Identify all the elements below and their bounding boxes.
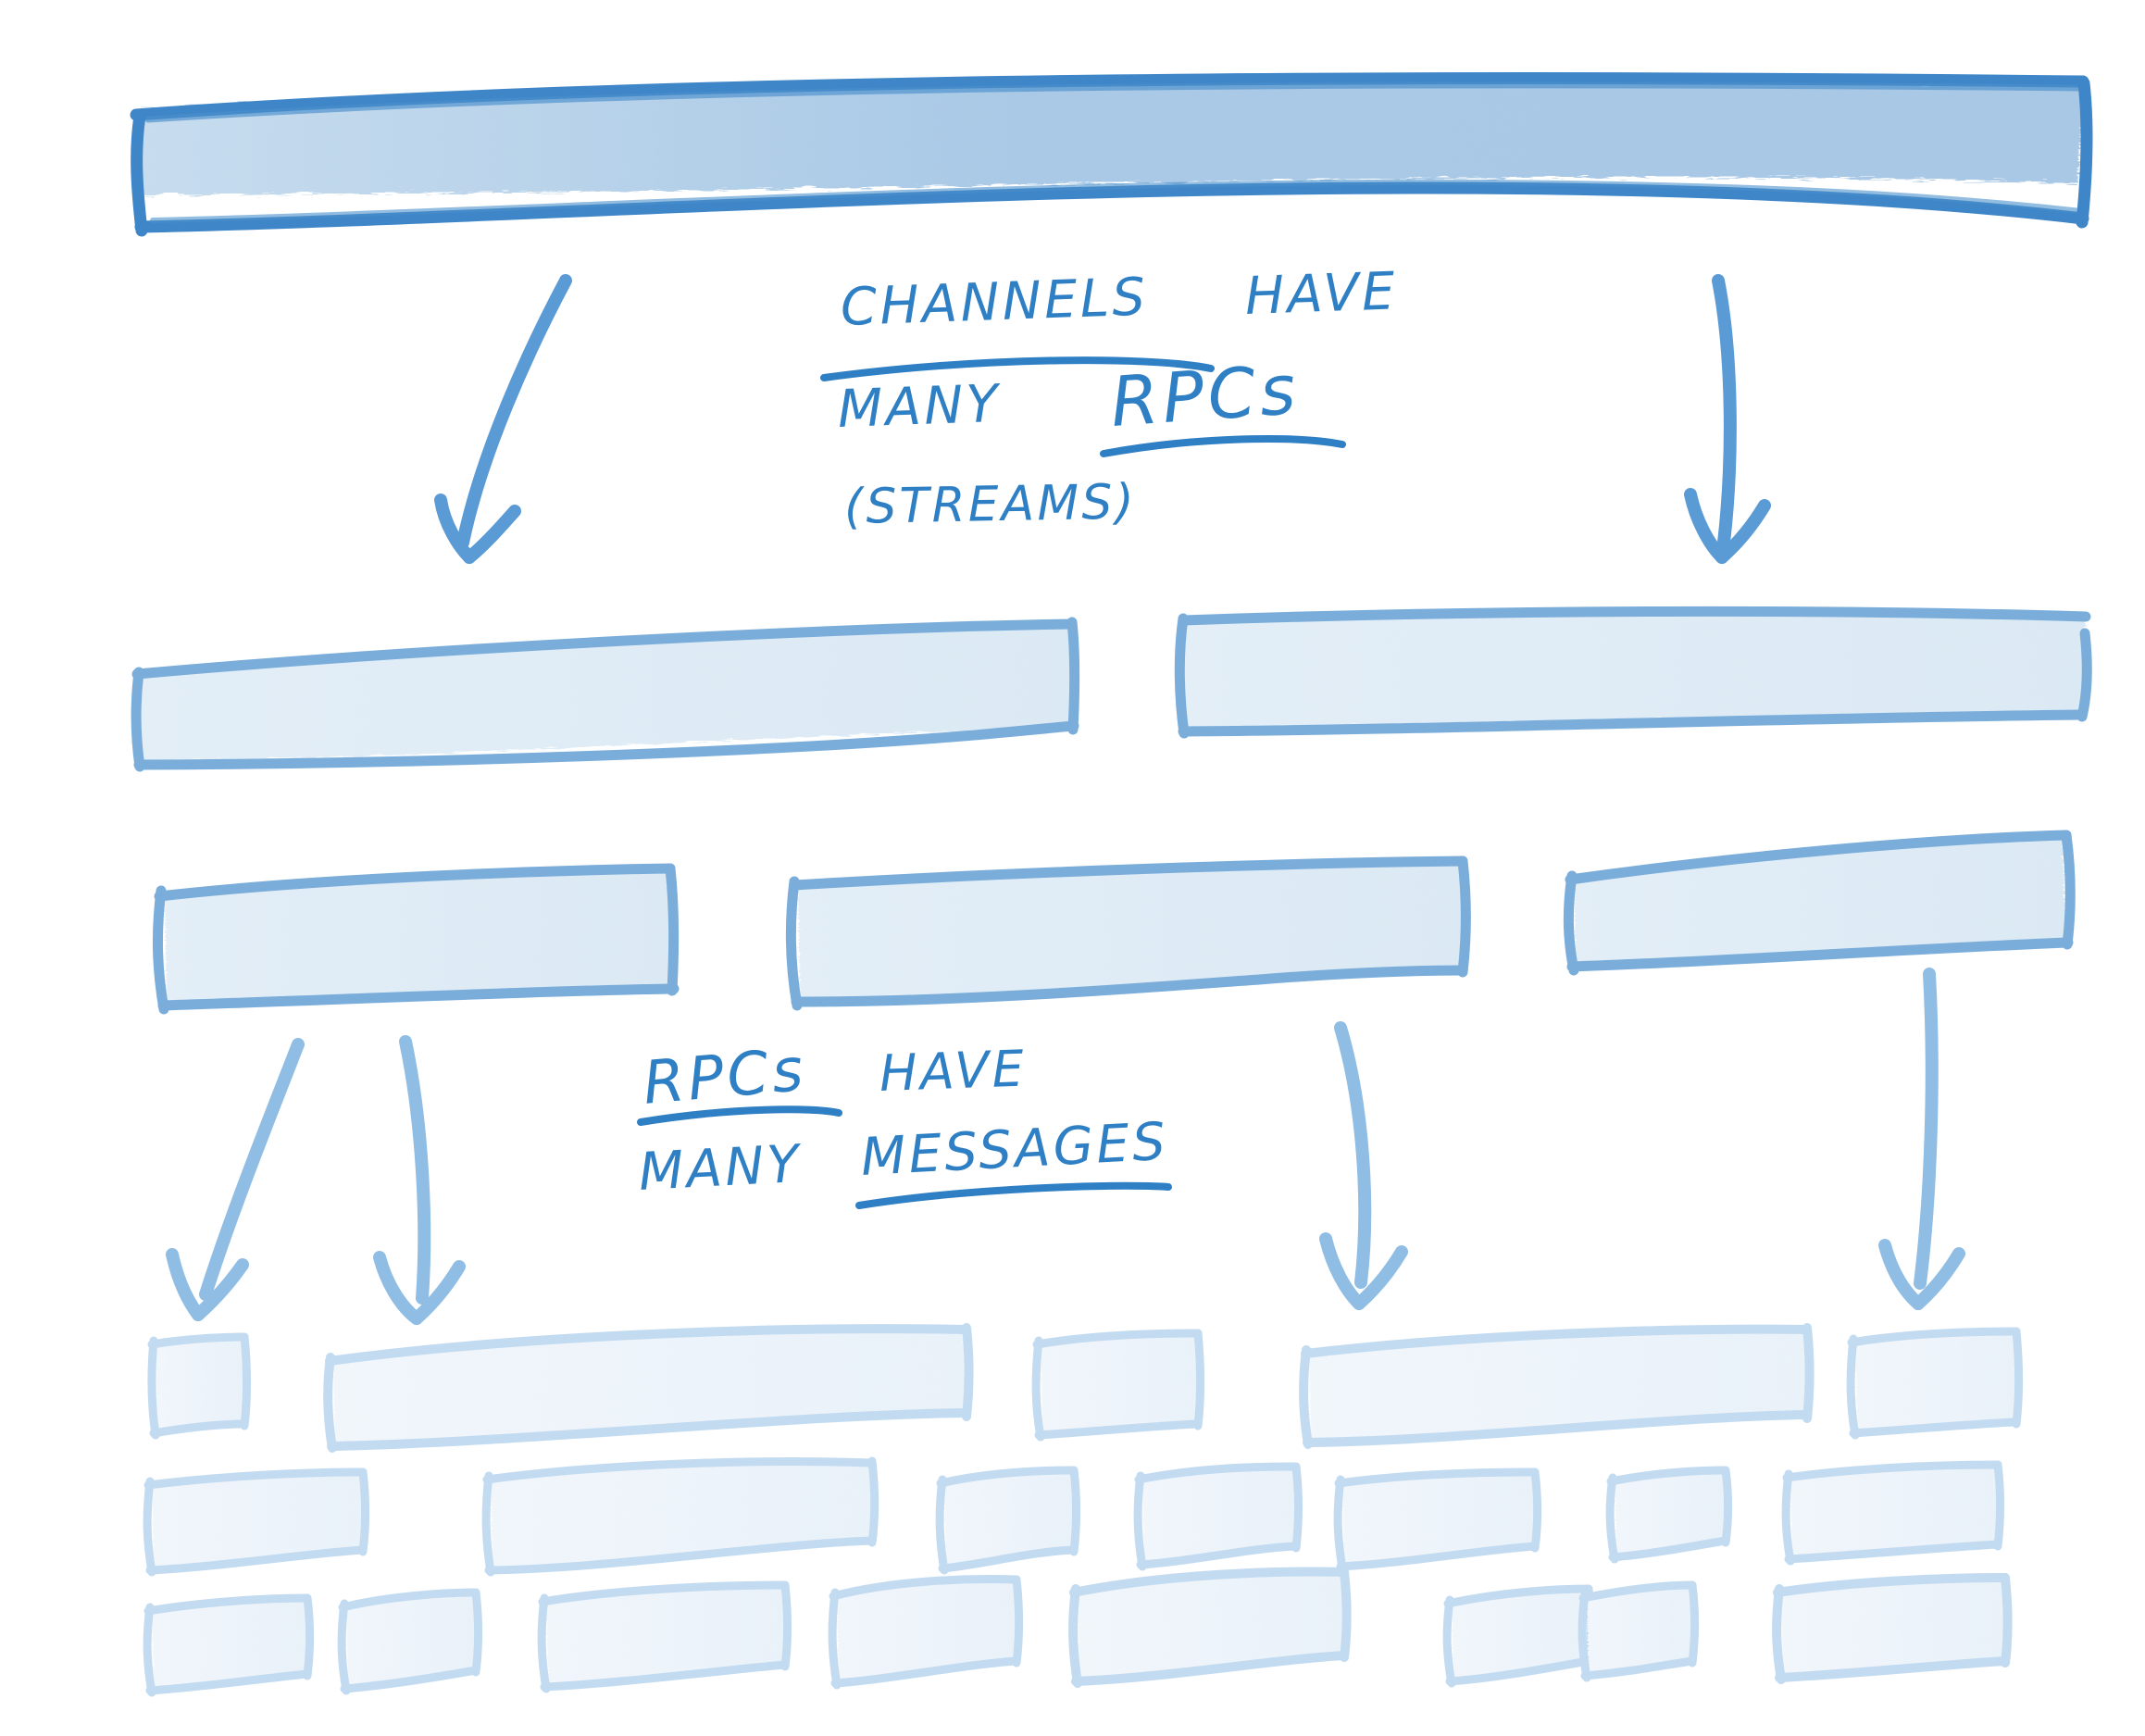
level-2-rpc-a — [131, 617, 1080, 772]
arrow-channel-to-rpc-b — [1684, 274, 1771, 564]
rpc-a-edge-left — [131, 667, 145, 772]
rpc-c-edge-right — [665, 863, 680, 996]
arrow-rpc-to-msg-4 — [1878, 968, 1965, 1310]
msg-r2-5 — [1333, 1467, 1542, 1573]
rpc-d-fill — [798, 863, 1463, 998]
msg-r2-3 — [935, 1466, 1081, 1575]
rpc-e-edge-bottom — [1566, 937, 2074, 972]
rpc-b-edge-left — [1174, 613, 1190, 739]
msg-r3-8 — [1772, 1573, 2013, 1684]
arrow-rpc-to-msg-3 — [1319, 1021, 1408, 1310]
level-3-rpc-d — [785, 856, 1471, 1011]
messages-row-2 — [143, 1456, 2005, 1577]
channel-box-edge-top-2 — [144, 81, 2085, 123]
channel-box-edge-left — [131, 109, 148, 237]
msg-r3-5 — [1068, 1567, 1352, 1688]
messages-row-3 — [143, 1567, 2013, 1697]
level-2-rpc-b — [1174, 606, 2092, 739]
msg-r1-5 — [1846, 1327, 2024, 1440]
rpc-c-edge-bottom — [157, 983, 680, 1011]
rpc-d-edge-top — [789, 856, 1468, 891]
level-3-rpc-e — [1563, 830, 2076, 976]
level-3-rpc-c — [152, 863, 680, 1015]
annotation-underlines — [637, 356, 1346, 1209]
underline-rpcs-bottom — [637, 1105, 842, 1126]
msg-r1-1 — [147, 1332, 252, 1440]
msg-r1-4 — [1299, 1323, 1815, 1449]
rpc-a-edge-top — [131, 618, 1078, 680]
rpc-a-edge-bottom — [133, 720, 1079, 770]
rpc-d-edge-left — [785, 876, 803, 1011]
rpc-c-fill — [165, 872, 672, 1005]
arrow-channel-to-rpc-a — [434, 274, 572, 564]
rpc-a-edge-right — [1066, 617, 1080, 735]
rpc-c-edge-left — [152, 885, 169, 1015]
msg-r2-6 — [1605, 1466, 1733, 1564]
underline-channels — [820, 356, 1215, 381]
rpc-e-edge-right — [2061, 830, 2076, 950]
msg-r3-4 — [828, 1575, 1024, 1690]
rpc-d-edge-right — [1457, 856, 1471, 978]
msg-r2-1 — [143, 1467, 370, 1577]
channel-box-fill — [139, 81, 2085, 194]
arrow-rpc-to-msg-2 — [373, 1035, 466, 1325]
msg-r3-1 — [143, 1593, 315, 1697]
channel-box-edge-bottom-2 — [150, 179, 2084, 223]
msg-r2-7 — [1781, 1460, 2005, 1566]
msg-r1-3 — [1031, 1329, 1205, 1442]
rpc-d-edge-bottom — [791, 965, 1468, 1007]
rpc-b-edge-right — [2076, 628, 2092, 722]
rpc-c-edge-top — [154, 863, 676, 902]
msg-r3-3 — [537, 1580, 792, 1693]
rpc-b-edge-bottom — [1178, 709, 2087, 737]
msg-r3-2 — [337, 1588, 483, 1695]
messages-row-1 — [147, 1323, 2024, 1453]
msg-r2-4 — [1133, 1462, 1303, 1571]
channel-box-edge-right — [2076, 77, 2093, 229]
msg-r1-2 — [323, 1323, 974, 1453]
msg-r2-2 — [481, 1456, 879, 1577]
rpc-e-edge-left — [1563, 870, 1579, 976]
arrow-rpc-to-msg-1 — [166, 1038, 305, 1321]
channel-box-edge-top — [130, 72, 2089, 121]
rpc-b-fill — [1183, 614, 2085, 728]
channel-box-edge-bottom — [134, 181, 2089, 233]
rpc-e-edge-top — [1565, 830, 2072, 885]
underline-rpcs-top — [1100, 435, 1346, 457]
level-1-channel-group — [130, 72, 2093, 237]
rpc-b-edge-top — [1178, 606, 2091, 626]
underline-messages — [855, 1181, 1172, 1209]
rpc-e-fill — [1574, 839, 2066, 965]
msg-r3-7 — [1578, 1580, 1700, 1682]
msg-r3-6 — [1442, 1584, 1596, 1688]
